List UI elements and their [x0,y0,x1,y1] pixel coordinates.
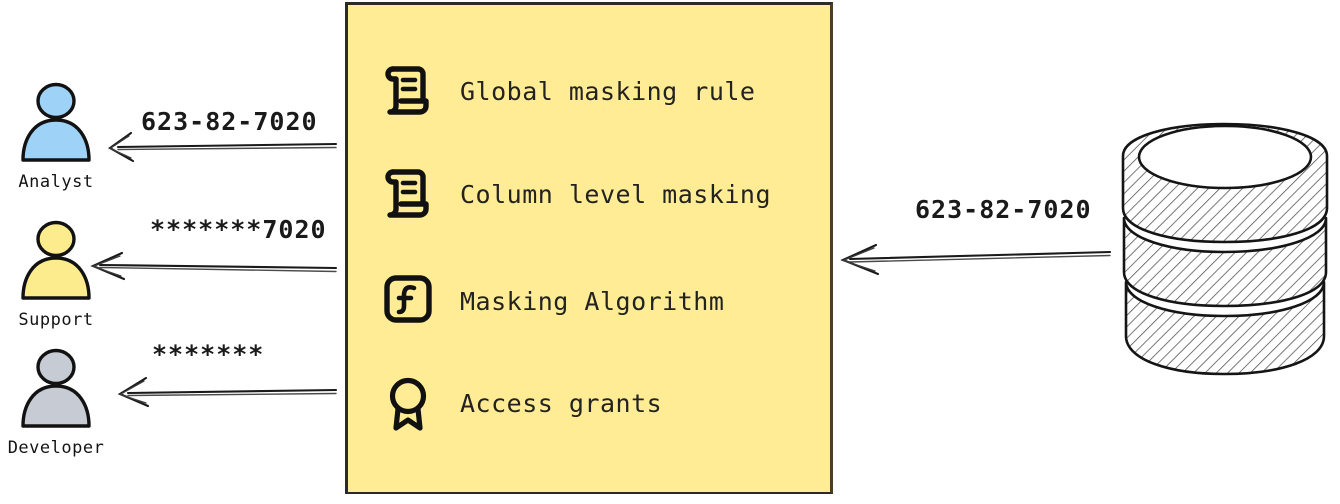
policy-item-label: Access grants [460,388,663,418]
policy-item-access-grants[interactable]: Access grants [382,375,662,431]
policy-item-masking-algorithm[interactable]: Masking Algorithm [382,273,724,329]
actor-analyst[interactable]: Analyst [0,78,112,192]
function-icon [384,275,432,323]
policy-panel: Global masking rule Column level masking… [345,2,833,494]
person-icon [21,82,91,162]
database-disc-top [1121,122,1329,244]
scroll-icon [385,169,429,218]
support-output-label: *******7020 [150,215,327,244]
policy-item-label: Global masking rule [460,76,756,106]
person-icon [21,220,91,300]
database-icon [1121,122,1329,376]
policy-item-label: Column level masking [460,179,772,209]
source-value-label: 623-82-7020 [915,195,1092,224]
actor-support[interactable]: Support [0,216,112,330]
actor-developer[interactable]: Developer [0,344,112,458]
policy-item-global-masking-rule[interactable]: Global masking rule [382,63,755,119]
arrow-to-developer [117,376,338,408]
actor-label: Analyst [18,172,94,192]
award-icon [389,377,427,431]
arrow-from-database [840,243,1112,276]
policy-item-column-level-masking[interactable]: Column level masking [382,166,771,222]
analyst-output-label: 623-82-7020 [141,107,318,136]
scroll-icon [385,66,429,115]
policy-item-label: Masking Algorithm [460,286,725,316]
arrow-to-support [90,251,338,281]
person-icon [21,348,91,428]
actor-label: Support [18,310,94,330]
developer-output-label: ******* [152,340,265,369]
arrow-to-analyst [108,131,338,163]
actor-label: Developer [7,438,105,458]
